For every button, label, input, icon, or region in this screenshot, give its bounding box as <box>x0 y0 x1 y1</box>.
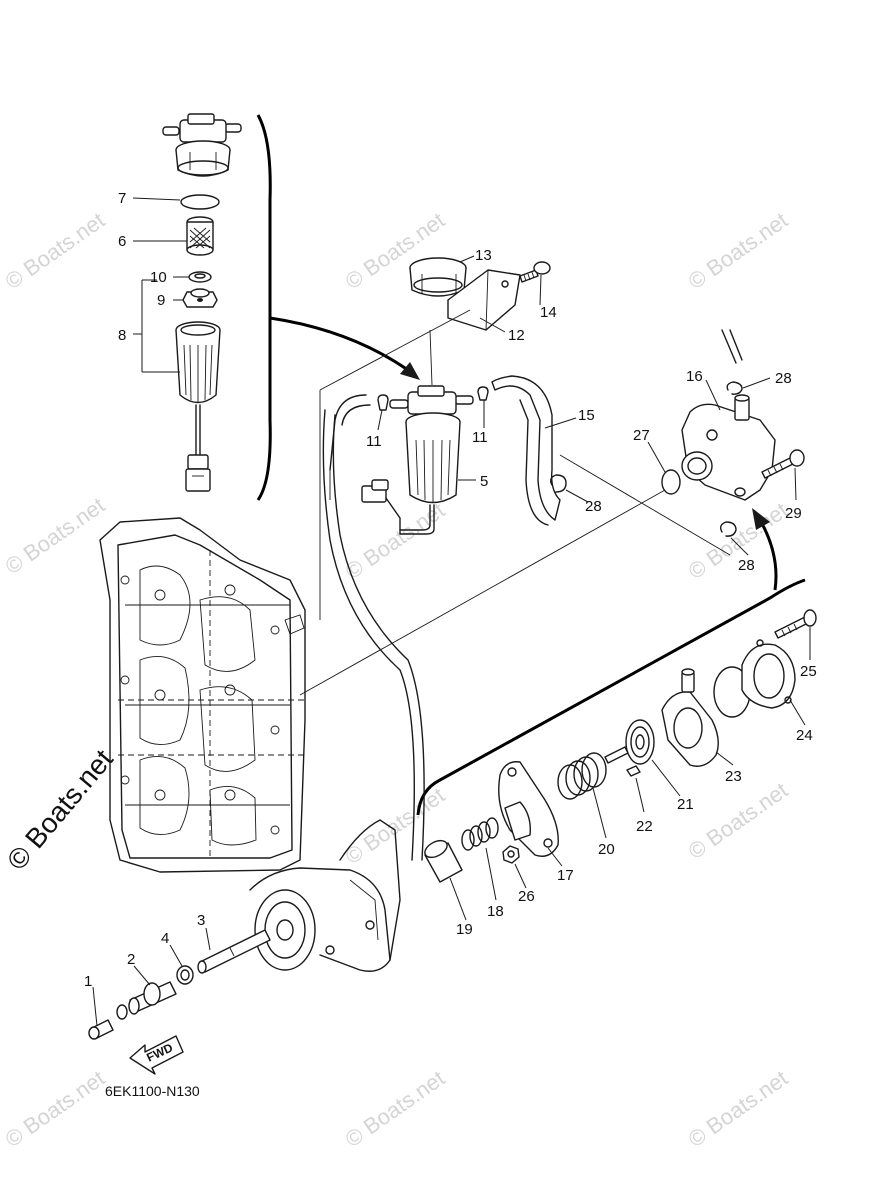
callout-14: 14 <box>540 304 557 321</box>
inset-bracket-left <box>256 114 272 501</box>
callouts: 7 6 10 9 8 13 14 12 11 11 5 15 28 16 28 … <box>84 190 817 990</box>
watermark-text: © Boats.net <box>1 1065 110 1152</box>
cover-24 <box>741 639 796 709</box>
callout-6: 6 <box>118 233 126 250</box>
callout-3: 3 <box>197 912 205 929</box>
callout-28b: 28 <box>775 370 792 387</box>
bracket-12 <box>447 269 521 331</box>
screw-25 <box>774 609 817 639</box>
callout-9: 9 <box>157 292 165 309</box>
fuel-hose-long-2 <box>332 414 425 861</box>
callout-18: 18 <box>487 903 504 920</box>
callout-17: 17 <box>557 867 574 884</box>
callout-22: 22 <box>636 818 653 835</box>
retainer-10 <box>188 271 212 283</box>
nut-26 <box>502 845 520 864</box>
diagram-code: 6EK1100-N130 <box>105 1083 200 1099</box>
watermark-text: © Boats.net <box>684 1065 793 1152</box>
callout-8: 8 <box>118 327 126 344</box>
callout-28c: 28 <box>738 557 755 574</box>
filter-element-6 <box>186 216 214 256</box>
guide-line <box>559 454 731 556</box>
watermark-text: © Boats.net <box>684 777 793 864</box>
callout-16: 16 <box>686 368 703 385</box>
watermark-text-large: © Boats.net <box>1 743 119 875</box>
hose-15 <box>491 375 561 526</box>
callout-28a: 28 <box>585 498 602 515</box>
callout-21: 21 <box>677 796 694 813</box>
cylinder-block <box>99 517 306 873</box>
screw-29 <box>761 449 805 479</box>
clip-11-left <box>377 394 389 411</box>
clamp-13 <box>409 257 467 297</box>
guide-line <box>319 309 471 391</box>
pin-22 <box>626 765 641 777</box>
callout-25: 25 <box>800 663 817 680</box>
lower-housing <box>249 819 401 972</box>
spring-18 <box>461 817 499 851</box>
circlip-28c <box>719 521 737 537</box>
filter-cup-inset <box>162 113 242 177</box>
watermark-text: © Boats.net <box>684 207 793 294</box>
valve-body-23 <box>661 668 719 767</box>
bolt-14 <box>519 261 551 283</box>
o-ring-27 <box>661 469 681 495</box>
clip-11-right <box>477 386 489 401</box>
callout-10: 10 <box>150 269 167 286</box>
plunger-19 <box>424 839 463 883</box>
fuel-hose-long <box>322 409 415 861</box>
shaft-3 <box>197 929 271 974</box>
callout-11a: 11 <box>366 433 382 450</box>
collar-4 <box>176 965 194 985</box>
callout-24: 24 <box>796 727 813 744</box>
guide-line <box>299 489 666 696</box>
callout-2: 2 <box>127 951 135 968</box>
callout-19: 19 <box>456 921 473 938</box>
spring-20 <box>557 752 607 800</box>
watermark-text: © Boats.net <box>1 207 110 294</box>
guide-line <box>429 329 433 386</box>
arrow-head <box>400 362 420 380</box>
fuel-pump-16 <box>681 329 776 501</box>
callout-27: 27 <box>633 427 650 444</box>
callout-11b: 11 <box>472 429 488 446</box>
callout-20: 20 <box>598 841 615 858</box>
joint-2 <box>116 981 177 1020</box>
fuel-filter-5 <box>361 385 474 535</box>
cup-8 <box>175 321 221 492</box>
leader-lines <box>92 197 811 1027</box>
pump-body-17 <box>498 761 559 857</box>
callout-15: 15 <box>578 407 595 424</box>
diaphragm-21 <box>604 719 655 765</box>
watermark-text: © Boats.net <box>1 492 110 579</box>
callout-5: 5 <box>480 473 488 490</box>
circlip-28a <box>549 474 567 493</box>
plug-1 <box>88 1019 114 1040</box>
watermark-text: © Boats.net <box>341 1065 450 1152</box>
fwd-arrow: FWD <box>129 1035 184 1075</box>
callout-4: 4 <box>161 930 169 947</box>
callout-1: 1 <box>84 973 92 990</box>
circlip-28b <box>726 381 743 395</box>
pump-arrow <box>758 519 778 591</box>
float-9 <box>182 288 218 308</box>
callout-23: 23 <box>725 768 742 785</box>
inset-bracket-pump <box>416 578 806 816</box>
o-ring-7 <box>180 194 220 210</box>
arrow-head <box>752 508 770 530</box>
hose-left-outline <box>341 404 371 426</box>
inset-arrow <box>269 316 409 372</box>
callout-13: 13 <box>475 247 492 264</box>
callout-26: 26 <box>518 888 535 905</box>
callout-12: 12 <box>508 327 525 344</box>
callout-7: 7 <box>118 190 126 207</box>
callout-29: 29 <box>785 505 802 522</box>
